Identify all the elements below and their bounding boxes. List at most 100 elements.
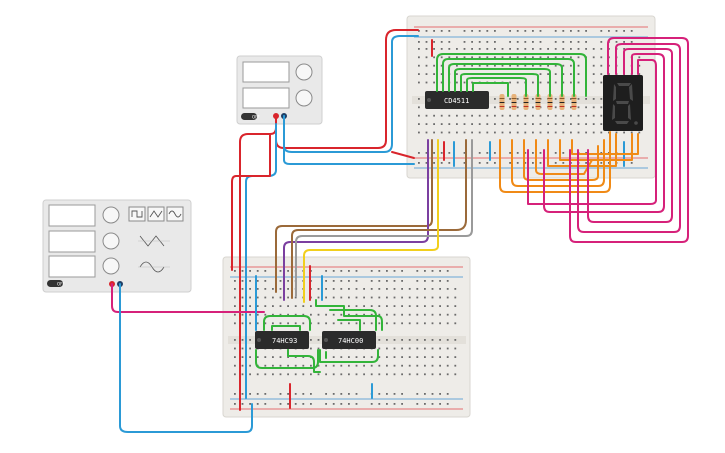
breadboard-hole[interactable] [425, 131, 428, 134]
breadboard-hole[interactable] [554, 98, 557, 100]
breadboard-hole[interactable] [570, 64, 572, 67]
breadboard-hole[interactable] [433, 48, 435, 50]
rail-hole[interactable] [494, 30, 496, 32]
breadboard-hole[interactable] [471, 56, 473, 59]
rail-hole[interactable] [234, 403, 236, 405]
rail-hole[interactable] [264, 393, 267, 395]
breadboard-hole[interactable] [294, 364, 297, 367]
chip-74hc93[interactable]: 74HC93 [255, 331, 309, 349]
breadboard-hole[interactable] [408, 296, 411, 299]
breadboard-hole[interactable] [532, 98, 534, 100]
rail-hole[interactable] [509, 152, 511, 154]
rail-hole[interactable] [287, 280, 289, 282]
rail-hole[interactable] [433, 162, 435, 164]
rail-hole[interactable] [433, 30, 435, 32]
breadboard-hole[interactable] [348, 305, 350, 307]
wire-magenta-3[interactable] [587, 48, 673, 223]
breadboard-hole[interactable] [532, 64, 534, 67]
breadboard-hole[interactable] [416, 373, 419, 376]
wire-clock-signal[interactable] [111, 283, 265, 313]
resistor-array[interactable] [499, 94, 577, 110]
breadboard-hole[interactable] [456, 131, 458, 134]
breadboard-hole[interactable] [471, 64, 473, 67]
breadboard-hole[interactable] [408, 364, 411, 367]
breadboard-hole[interactable] [446, 356, 449, 358]
breadboard-hole[interactable] [249, 313, 251, 316]
breadboard-hole[interactable] [446, 322, 449, 325]
wire-green-6[interactable] [466, 77, 527, 97]
breadboard-hole[interactable] [463, 56, 466, 59]
rail-hole[interactable] [287, 403, 289, 405]
breadboard-hole[interactable] [401, 288, 403, 290]
breadboard-hole[interactable] [456, 64, 458, 67]
breadboard-hole[interactable] [363, 288, 365, 290]
breadboard-hole[interactable] [256, 322, 259, 325]
breadboard-hole[interactable] [592, 48, 595, 50]
rail-hole[interactable] [425, 41, 428, 43]
breadboard-hole[interactable] [418, 56, 420, 59]
breadboard-hole[interactable] [509, 123, 511, 125]
breadboard-hole[interactable] [638, 131, 641, 134]
rail-hole[interactable] [393, 393, 396, 395]
rail-hole[interactable] [608, 152, 610, 154]
breadboard-hole[interactable] [234, 347, 236, 350]
breadboard-hole[interactable] [440, 114, 443, 117]
wire-bus-yellow[interactable] [303, 139, 439, 303]
wire-orange-4[interactable] [535, 139, 593, 175]
rail-hole[interactable] [418, 30, 420, 32]
rail-hole[interactable] [249, 393, 251, 395]
rail-hole[interactable] [401, 393, 403, 395]
breadboard-hole[interactable] [562, 81, 565, 84]
rail-hole[interactable] [241, 393, 244, 395]
breadboard-hole[interactable] [509, 114, 511, 117]
breadboard-hole[interactable] [408, 356, 411, 358]
breadboard-hole[interactable] [408, 373, 411, 376]
breadboard-hole[interactable] [348, 296, 350, 299]
breadboard-hole[interactable] [532, 81, 534, 84]
breadboard-hole[interactable] [287, 373, 289, 376]
rail-hole[interactable] [416, 270, 419, 272]
rail-hole[interactable] [439, 270, 441, 272]
breadboard-hole[interactable] [355, 305, 358, 307]
breadboard-hole[interactable] [431, 356, 434, 358]
breadboard-hole[interactable] [486, 48, 489, 50]
rail-hole[interactable] [585, 41, 587, 43]
rail-hole[interactable] [418, 162, 420, 164]
breadboard-hole[interactable] [600, 48, 603, 50]
breadboard-hole[interactable] [570, 123, 572, 125]
rail-hole[interactable] [623, 30, 625, 32]
rail-hole[interactable] [355, 280, 358, 282]
breadboard-hole[interactable] [562, 131, 565, 134]
wire-generator-ground[interactable] [119, 283, 253, 433]
breadboard-hole[interactable] [393, 347, 396, 350]
breadboard-hole[interactable] [501, 131, 504, 134]
breadboard-hole[interactable] [532, 114, 534, 117]
rail-hole[interactable] [264, 280, 267, 282]
breadboard-hole[interactable] [272, 356, 274, 358]
breadboard-hole[interactable] [486, 123, 489, 125]
breadboard-hole[interactable] [287, 356, 289, 358]
rail-hole[interactable] [234, 270, 236, 272]
rail-hole[interactable] [241, 280, 244, 282]
rail-hole[interactable] [539, 152, 542, 154]
breadboard-hole[interactable] [570, 114, 572, 117]
breadboard-hole[interactable] [516, 106, 519, 109]
breadboard-hole[interactable] [424, 339, 426, 341]
breadboard-hole[interactable] [234, 339, 236, 341]
breadboard-hole[interactable] [439, 322, 441, 325]
breadboard-hole[interactable] [456, 73, 458, 75]
rail-hole[interactable] [340, 393, 343, 395]
rail-hole[interactable] [425, 162, 428, 164]
breadboard-hole[interactable] [264, 305, 267, 307]
wire-power-positive[interactable] [275, 29, 419, 149]
breadboard-hole[interactable] [463, 114, 466, 117]
breadboard-hole[interactable] [287, 305, 289, 307]
breadboard-hole[interactable] [416, 288, 419, 290]
breadboard-hole[interactable] [294, 322, 297, 325]
breadboard-hole[interactable] [539, 56, 542, 59]
rail-hole[interactable] [370, 280, 373, 282]
rail-hole[interactable] [554, 162, 557, 164]
breadboard-hole[interactable] [264, 296, 267, 299]
rail-hole[interactable] [416, 280, 419, 282]
breadboard-hole[interactable] [486, 131, 489, 134]
